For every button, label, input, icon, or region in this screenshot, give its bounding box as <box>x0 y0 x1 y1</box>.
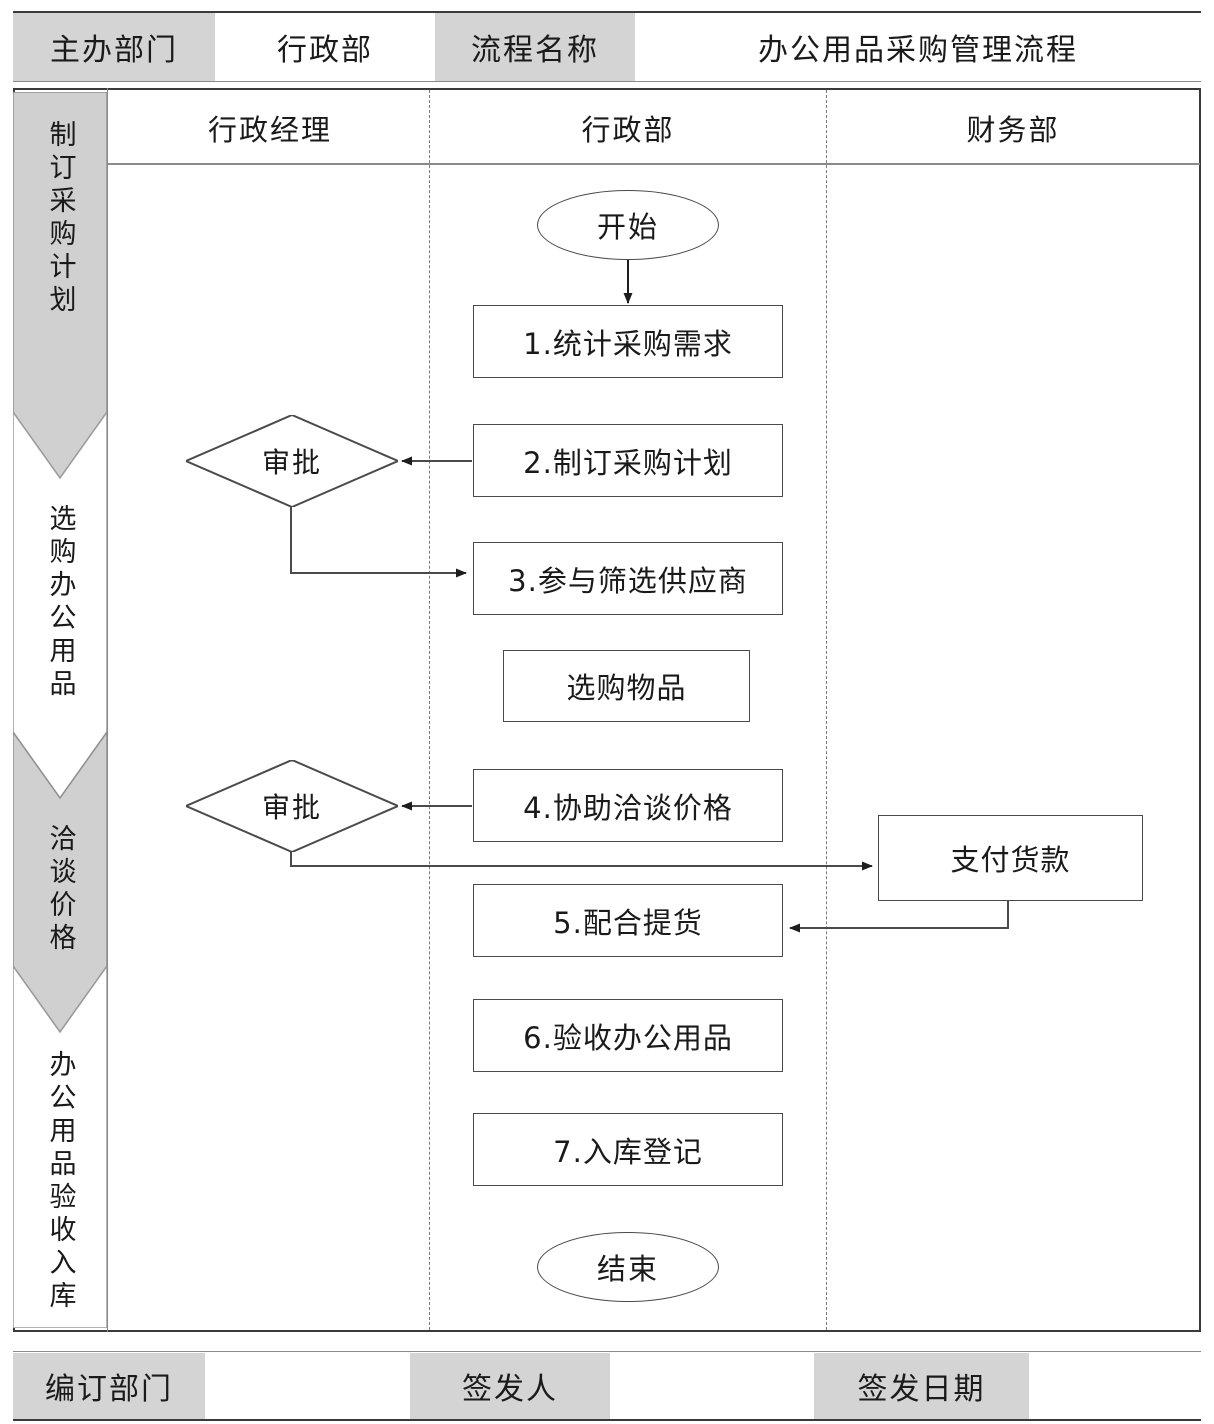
node-step5[interactable]: 5.配合提货 <box>473 884 783 957</box>
node-approve-1[interactable]: 审批 <box>186 415 398 507</box>
footer-top-rule <box>13 1351 1201 1352</box>
node-start[interactable]: 开始 <box>537 190 719 260</box>
header-top-rule <box>13 11 1201 13</box>
node-step6[interactable]: 6.验收办公用品 <box>473 999 783 1072</box>
node-step2[interactable]: 2.制订采购计划 <box>473 424 783 497</box>
lane-header-label-0: 行政经理 <box>207 113 332 147</box>
lane-header-2: 财务部 <box>826 95 1200 161</box>
node-step1[interactable]: 1.统计采购需求 <box>473 305 783 378</box>
phase-label-2: 洽谈价格 <box>44 824 76 956</box>
phase-shape-2 <box>13 732 107 1032</box>
footer-issue-date-label: 签发日期 <box>814 1353 1029 1419</box>
approve-1-label: 审批 <box>261 446 322 479</box>
approve-2-shape <box>186 760 398 852</box>
lane-header-label-1: 行政部 <box>581 113 675 147</box>
node-pay[interactable]: 支付货款 <box>878 815 1143 901</box>
header-process-value[interactable]: 办公用品采购管理流程 <box>635 13 1201 81</box>
lane-header-rule <box>108 163 1200 165</box>
approve-2-label: 审批 <box>261 791 322 824</box>
node-end[interactable]: 结束 <box>537 1232 719 1302</box>
phase-chevron-1: 选购办公用品 <box>13 412 107 798</box>
phase-chevron-3: 办公用品验收入库 <box>13 966 107 1328</box>
node-approve-2[interactable]: 审批 <box>186 760 398 852</box>
lane-divider-2 <box>826 90 827 1330</box>
phase-label-1: 选购办公用品 <box>44 504 76 702</box>
header-dept-label: 主办部门 <box>13 13 215 81</box>
footer-bottom-rule <box>13 1419 1201 1421</box>
footer-compiler-value[interactable] <box>205 1353 410 1419</box>
node-step4[interactable]: 4.协助洽谈价格 <box>473 769 783 842</box>
node-step3[interactable]: 3.参与筛选供应商 <box>473 542 783 615</box>
header-bottom-rule <box>13 81 1201 82</box>
node-select-goods[interactable]: 选购物品 <box>503 650 750 722</box>
edge-approve1-to-step3 <box>290 506 467 578</box>
lane-header-0: 行政经理 <box>110 95 430 161</box>
edge-approve2-to-pay <box>290 851 873 871</box>
phase-chevron-0: 制订采购计划 <box>13 92 107 478</box>
footer-issuer-value[interactable] <box>610 1353 814 1419</box>
lane-header-1: 行政部 <box>430 95 826 161</box>
phase-label-3: 办公用品验收入库 <box>44 1050 76 1314</box>
phase-shape-1 <box>13 412 107 798</box>
footer-issuer-label: 签发人 <box>410 1353 610 1419</box>
footer-issue-date-value[interactable] <box>1029 1353 1201 1419</box>
header-process-label: 流程名称 <box>435 13 635 81</box>
lane-header-label-2: 财务部 <box>966 113 1060 147</box>
phase-shape-3 <box>13 966 107 1328</box>
phase-label-0: 制订采购计划 <box>44 120 76 318</box>
approve-1-shape <box>186 415 398 507</box>
phase-chevron-2: 洽谈价格 <box>13 732 107 1032</box>
node-step7[interactable]: 7.入库登记 <box>473 1113 783 1186</box>
lane-divider-1 <box>429 90 430 1330</box>
header-dept-value[interactable]: 行政部 <box>215 13 435 81</box>
body-right-rule <box>1199 88 1201 1332</box>
edge-pay-to-step5 <box>789 901 1009 933</box>
body-top-rule <box>13 88 1201 90</box>
body-bottom-rule <box>13 1330 1201 1332</box>
footer-compiler-label: 编订部门 <box>13 1353 205 1419</box>
phase-column-rule <box>107 88 108 1332</box>
